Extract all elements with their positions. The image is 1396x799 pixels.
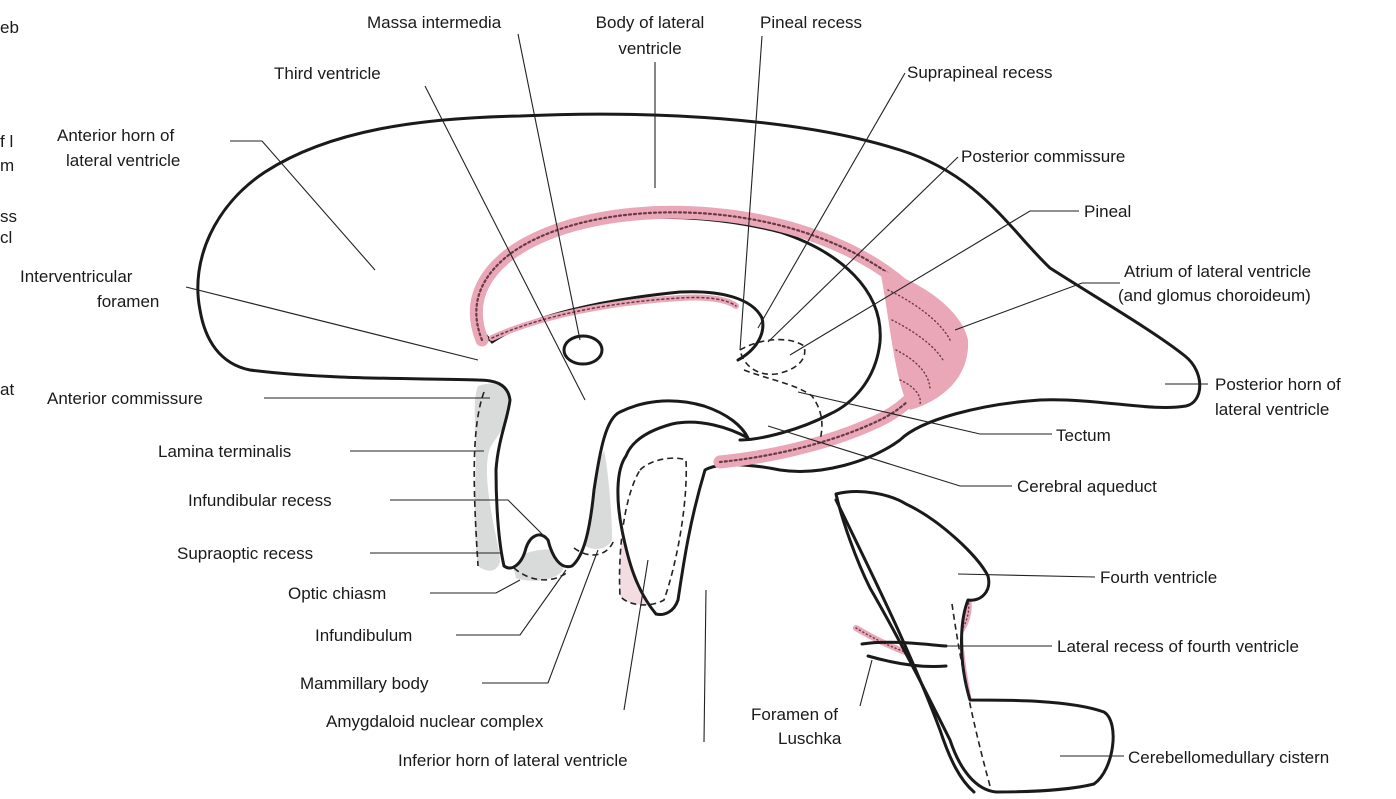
label-amygdaloid: Amygdaloid nuclear complex: [326, 712, 544, 731]
label-fourth-ventricle: Fourth ventricle: [1100, 568, 1217, 587]
label-anterior-commissure: Anterior commissure: [47, 389, 203, 408]
label-pineal-recess: Pineal recess: [760, 13, 862, 32]
label-cerebellomedullary: Cerebellomedullary cistern: [1128, 748, 1329, 767]
label-body-lateral-1: Body of lateral: [596, 13, 705, 32]
label-interventricular-1: Interventricular: [20, 267, 133, 286]
lateral-ventricle-outline: [198, 114, 1200, 614]
label-atrium-1: Atrium of lateral ventricle: [1124, 262, 1311, 281]
edge-fragment-2: f l: [0, 132, 13, 151]
label-infundibulum: Infundibulum: [315, 626, 412, 645]
label-tectum: Tectum: [1056, 426, 1111, 445]
label-suprapineal-recess: Suprapineal recess: [907, 63, 1053, 82]
label-supraoptic-recess: Supraoptic recess: [177, 544, 313, 563]
edge-fragment-5: cl: [0, 228, 12, 247]
edge-fragment-3: m: [0, 156, 14, 175]
label-third-ventricle: Third ventricle: [274, 64, 381, 83]
label-posterior-horn-2: lateral ventricle: [1215, 400, 1329, 419]
label-interventricular-2: foramen: [97, 292, 159, 311]
label-cerebral-aqueduct: Cerebral aqueduct: [1017, 477, 1157, 496]
label-infundibular-recess: Infundibular recess: [188, 491, 332, 510]
leader-infundibulum: [456, 570, 566, 635]
label-posterior-horn-1: Posterior horn of: [1215, 375, 1341, 394]
label-posterior-commissure: Posterior commissure: [961, 147, 1125, 166]
label-anterior-horn-2: lateral ventricle: [66, 151, 180, 170]
label-massa-intermedia: Massa intermedia: [367, 13, 502, 32]
label-atrium-2: (and glomus choroideum): [1118, 286, 1311, 305]
label-foramen-luschka-1: Foramen of: [751, 705, 838, 724]
leader-optic-chiasm: [430, 580, 520, 593]
label-anterior-horn-1: Anterior horn of: [57, 126, 174, 145]
label-pineal: Pineal: [1084, 202, 1131, 221]
label-lateral-recess-fourth: Lateral recess of fourth ventricle: [1057, 637, 1299, 656]
cropped-edge-text: eb f l m ss cl at: [0, 18, 19, 399]
edge-fragment-1: eb: [0, 18, 19, 37]
label-lamina-terminalis: Lamina terminalis: [158, 442, 291, 461]
label-optic-chiasm: Optic chiasm: [288, 584, 386, 603]
edge-fragment-6: at: [0, 380, 14, 399]
label-inferior-horn: Inferior horn of lateral ventricle: [398, 751, 628, 770]
edge-fragment-4: ss: [0, 207, 17, 226]
label-mammillary-body: Mammillary body: [300, 674, 429, 693]
label-body-lateral-2: ventricle: [618, 39, 681, 58]
label-foramen-luschka-2: Luschka: [778, 729, 842, 748]
leader-inferior-horn: [704, 590, 706, 742]
leader-foramen-luschka: [860, 660, 872, 706]
